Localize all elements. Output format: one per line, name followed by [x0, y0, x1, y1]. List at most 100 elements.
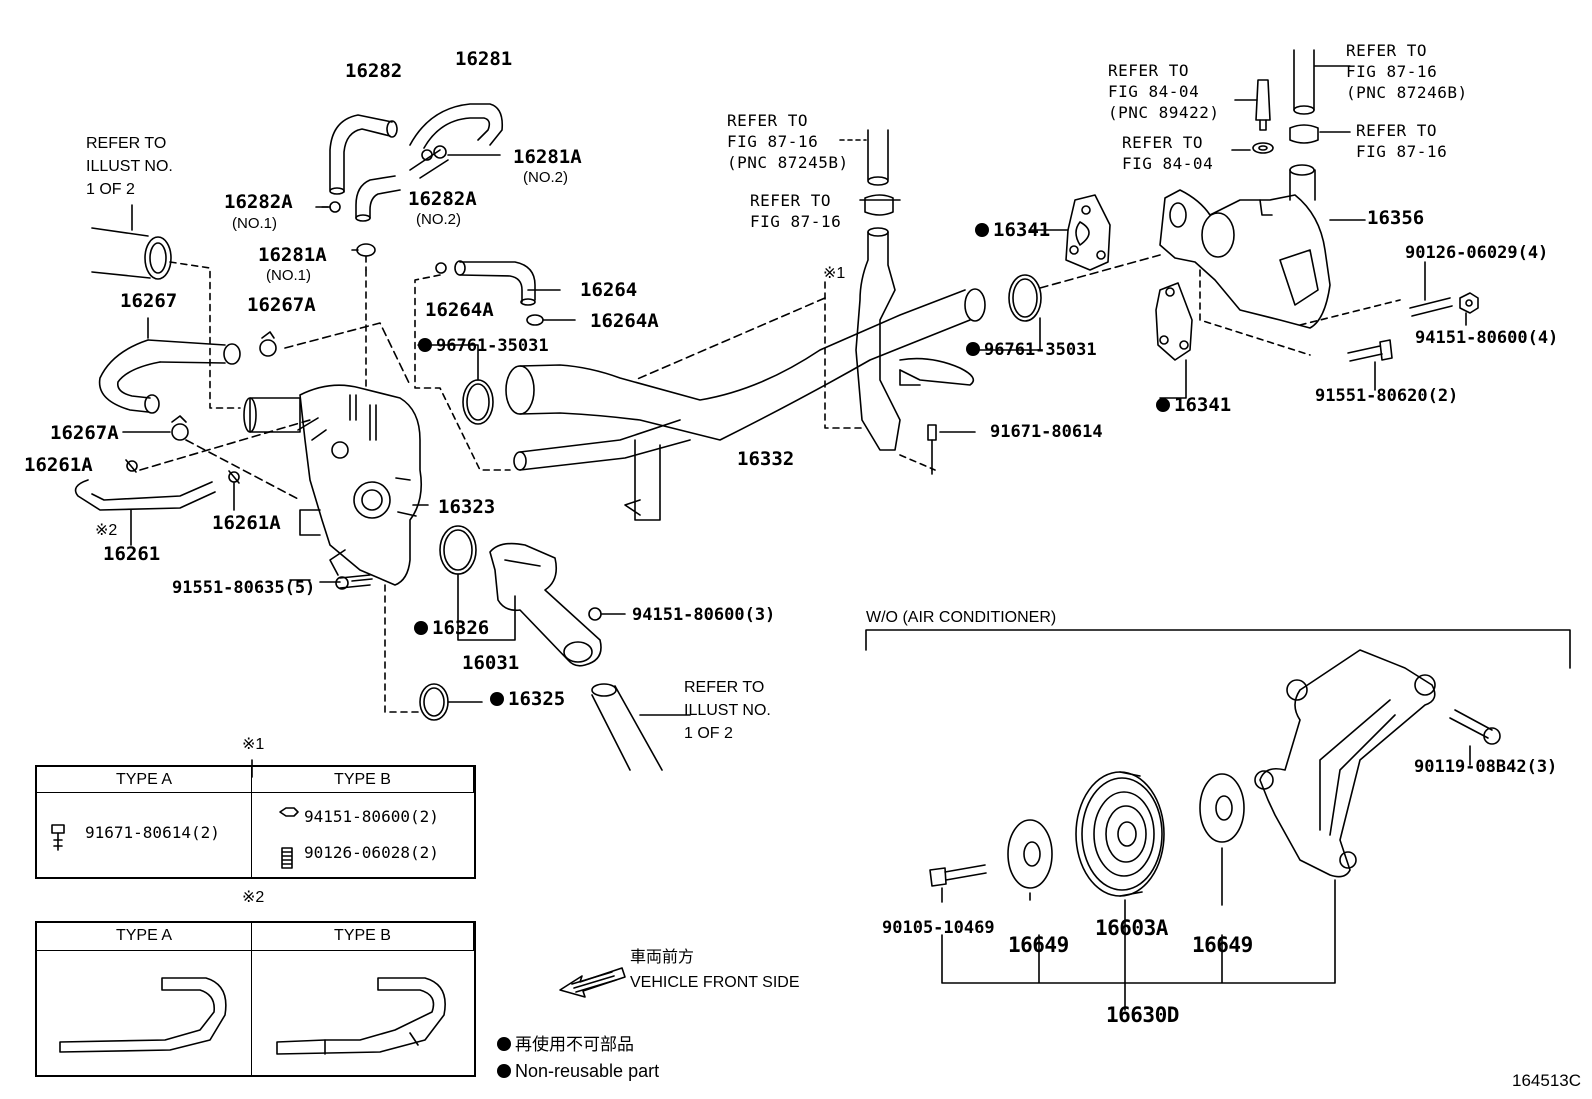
table2-type-b-cell: [252, 951, 474, 1075]
sensor-89422: [1231, 79, 1274, 154]
outlet-housing-16323: [243, 384, 423, 586]
non-reusable-dot-icon: [975, 223, 989, 237]
vehicle-front-en: VEHICLE FRONT SIDE: [630, 974, 800, 991]
hose-16261: [74, 459, 240, 546]
non-reusable-dot-icon: [414, 621, 428, 635]
thermostat-16031: [489, 542, 626, 667]
label-16267: 16267: [120, 290, 178, 312]
bolt-90105: [929, 864, 987, 903]
label-90126-4: 90126-06029(4): [1405, 243, 1549, 263]
label-16649-left: 16649: [1008, 933, 1069, 957]
table1-type-b-cell: 94151-80600(2) 90126-06028(2): [252, 793, 474, 877]
clamp-16267A: [171, 331, 277, 441]
label-16261A-right: 16261A: [212, 512, 281, 534]
table1-type-a-cell: 91671-80614(2): [37, 793, 252, 877]
bolt-91551-80635: [335, 574, 371, 590]
label-16341-top-text: 16341: [993, 219, 1051, 241]
label-91671-80614: 91671-80614: [990, 422, 1103, 442]
label-16281: 16281: [455, 48, 513, 70]
label-16341-bot: 16341: [1156, 396, 1231, 415]
table1-b-item1: 94151-80600(2): [304, 807, 439, 826]
pipe-16332: [505, 227, 986, 521]
bracket-16630D: [1254, 649, 1436, 878]
label-16261A-left: 16261A: [24, 454, 93, 476]
pulley-16603A: [1075, 771, 1165, 897]
bolt-90119: [1449, 709, 1501, 766]
o-ring-96761-left: [417, 344, 494, 425]
label-96761-left-text: 96761-35031: [436, 336, 549, 356]
hose-16282: [329, 114, 398, 195]
label-wo-ac: W/O (AIR CONDITIONER): [866, 609, 1057, 626]
legend-jp: 再使用不可部品: [497, 1036, 634, 1053]
label-16264: 16264: [580, 279, 638, 301]
figure-code: 164513C: [1512, 1071, 1582, 1090]
label-16332: 16332: [737, 448, 795, 470]
label-16603A: 16603A: [1095, 916, 1168, 940]
o-ring-16326: [439, 525, 516, 641]
label-16261-mark: ※2: [95, 522, 118, 539]
bolt-91551-80620: [1347, 339, 1393, 391]
label-16356: 16356: [1367, 207, 1425, 229]
label-16649-right: 16649: [1192, 933, 1253, 957]
table-hoses: [59, 977, 446, 1055]
gasket-16341-top: [1029, 194, 1111, 271]
label-96761-right-text: 96761-35031: [984, 340, 1097, 360]
label-91551-80635: 91551-80635(5): [172, 578, 316, 598]
table1-type-a-header: TYPE A: [37, 767, 252, 793]
label-16261: 16261: [103, 543, 161, 565]
stud-90126-06029: [1409, 261, 1453, 317]
vehicle-front-arrow-icon: [559, 967, 626, 998]
non-reusable-dot-icon: [966, 342, 980, 356]
label-16325: 16325: [490, 690, 565, 709]
label-16282A-no1-note: (NO.1): [232, 215, 277, 232]
hose-16267: [98, 317, 241, 414]
hose-ref-bottom: [591, 683, 691, 771]
label-16326-text: 16326: [432, 617, 490, 639]
label-90119: 90119-08B42(3): [1414, 757, 1558, 777]
table-icons: [51, 807, 299, 869]
gasket-16341-bot: [1155, 282, 1193, 399]
label-16282A-no2: 16282A: [408, 188, 477, 210]
washer-16649-left: [1007, 819, 1053, 889]
label-16325-text: 16325: [508, 688, 566, 710]
label-16281A-no2-note: (NO.2): [523, 169, 568, 186]
label-16267A-top: 16267A: [247, 294, 316, 316]
table1-a-item: 91671-80614(2): [85, 823, 220, 842]
hose-ref-fig8716: [839, 129, 889, 186]
table2-type-a-cell: [37, 951, 252, 1075]
non-reusable-dot-icon: [418, 338, 432, 352]
table1-b-item2: 90126-06028(2): [304, 843, 439, 862]
table2-type-a-header: TYPE A: [37, 923, 252, 951]
non-reusable-dot-icon: [497, 1037, 511, 1051]
label-16281A-no2: 16281A: [513, 146, 582, 168]
table2-mark: ※2: [242, 889, 265, 906]
table-type-fasteners: TYPE A TYPE B 91671-80614(2) 94151-80600…: [35, 765, 476, 879]
label-16264A-left: 16264A: [425, 299, 494, 321]
label-16264A-right: 16264A: [590, 310, 659, 332]
washer-16649-right: [1199, 773, 1245, 843]
label-96761-left: 96761-35031: [418, 338, 549, 355]
non-reusable-dot-icon: [497, 1064, 511, 1078]
non-reusable-dot-icon: [490, 692, 504, 706]
o-ring-16325: [419, 683, 483, 721]
label-96761-right: 96761-35031: [966, 342, 1097, 359]
legend-en: Non-reusable part: [497, 1062, 659, 1080]
hose-ref-fig8716-right: [1289, 49, 1351, 144]
label-91551-80620: 91551-80620(2): [1315, 386, 1459, 406]
non-reusable-dot-icon: [1156, 398, 1170, 412]
bolt-91671-80614: [927, 424, 976, 471]
table1-mark: ※1: [242, 736, 265, 753]
table2-type-b-header: TYPE B: [252, 923, 474, 951]
hose-ref-left: [91, 204, 172, 280]
label-94151-3: 94151-80600(3): [632, 605, 776, 625]
label-16341-bot-text: 16341: [1174, 394, 1232, 416]
